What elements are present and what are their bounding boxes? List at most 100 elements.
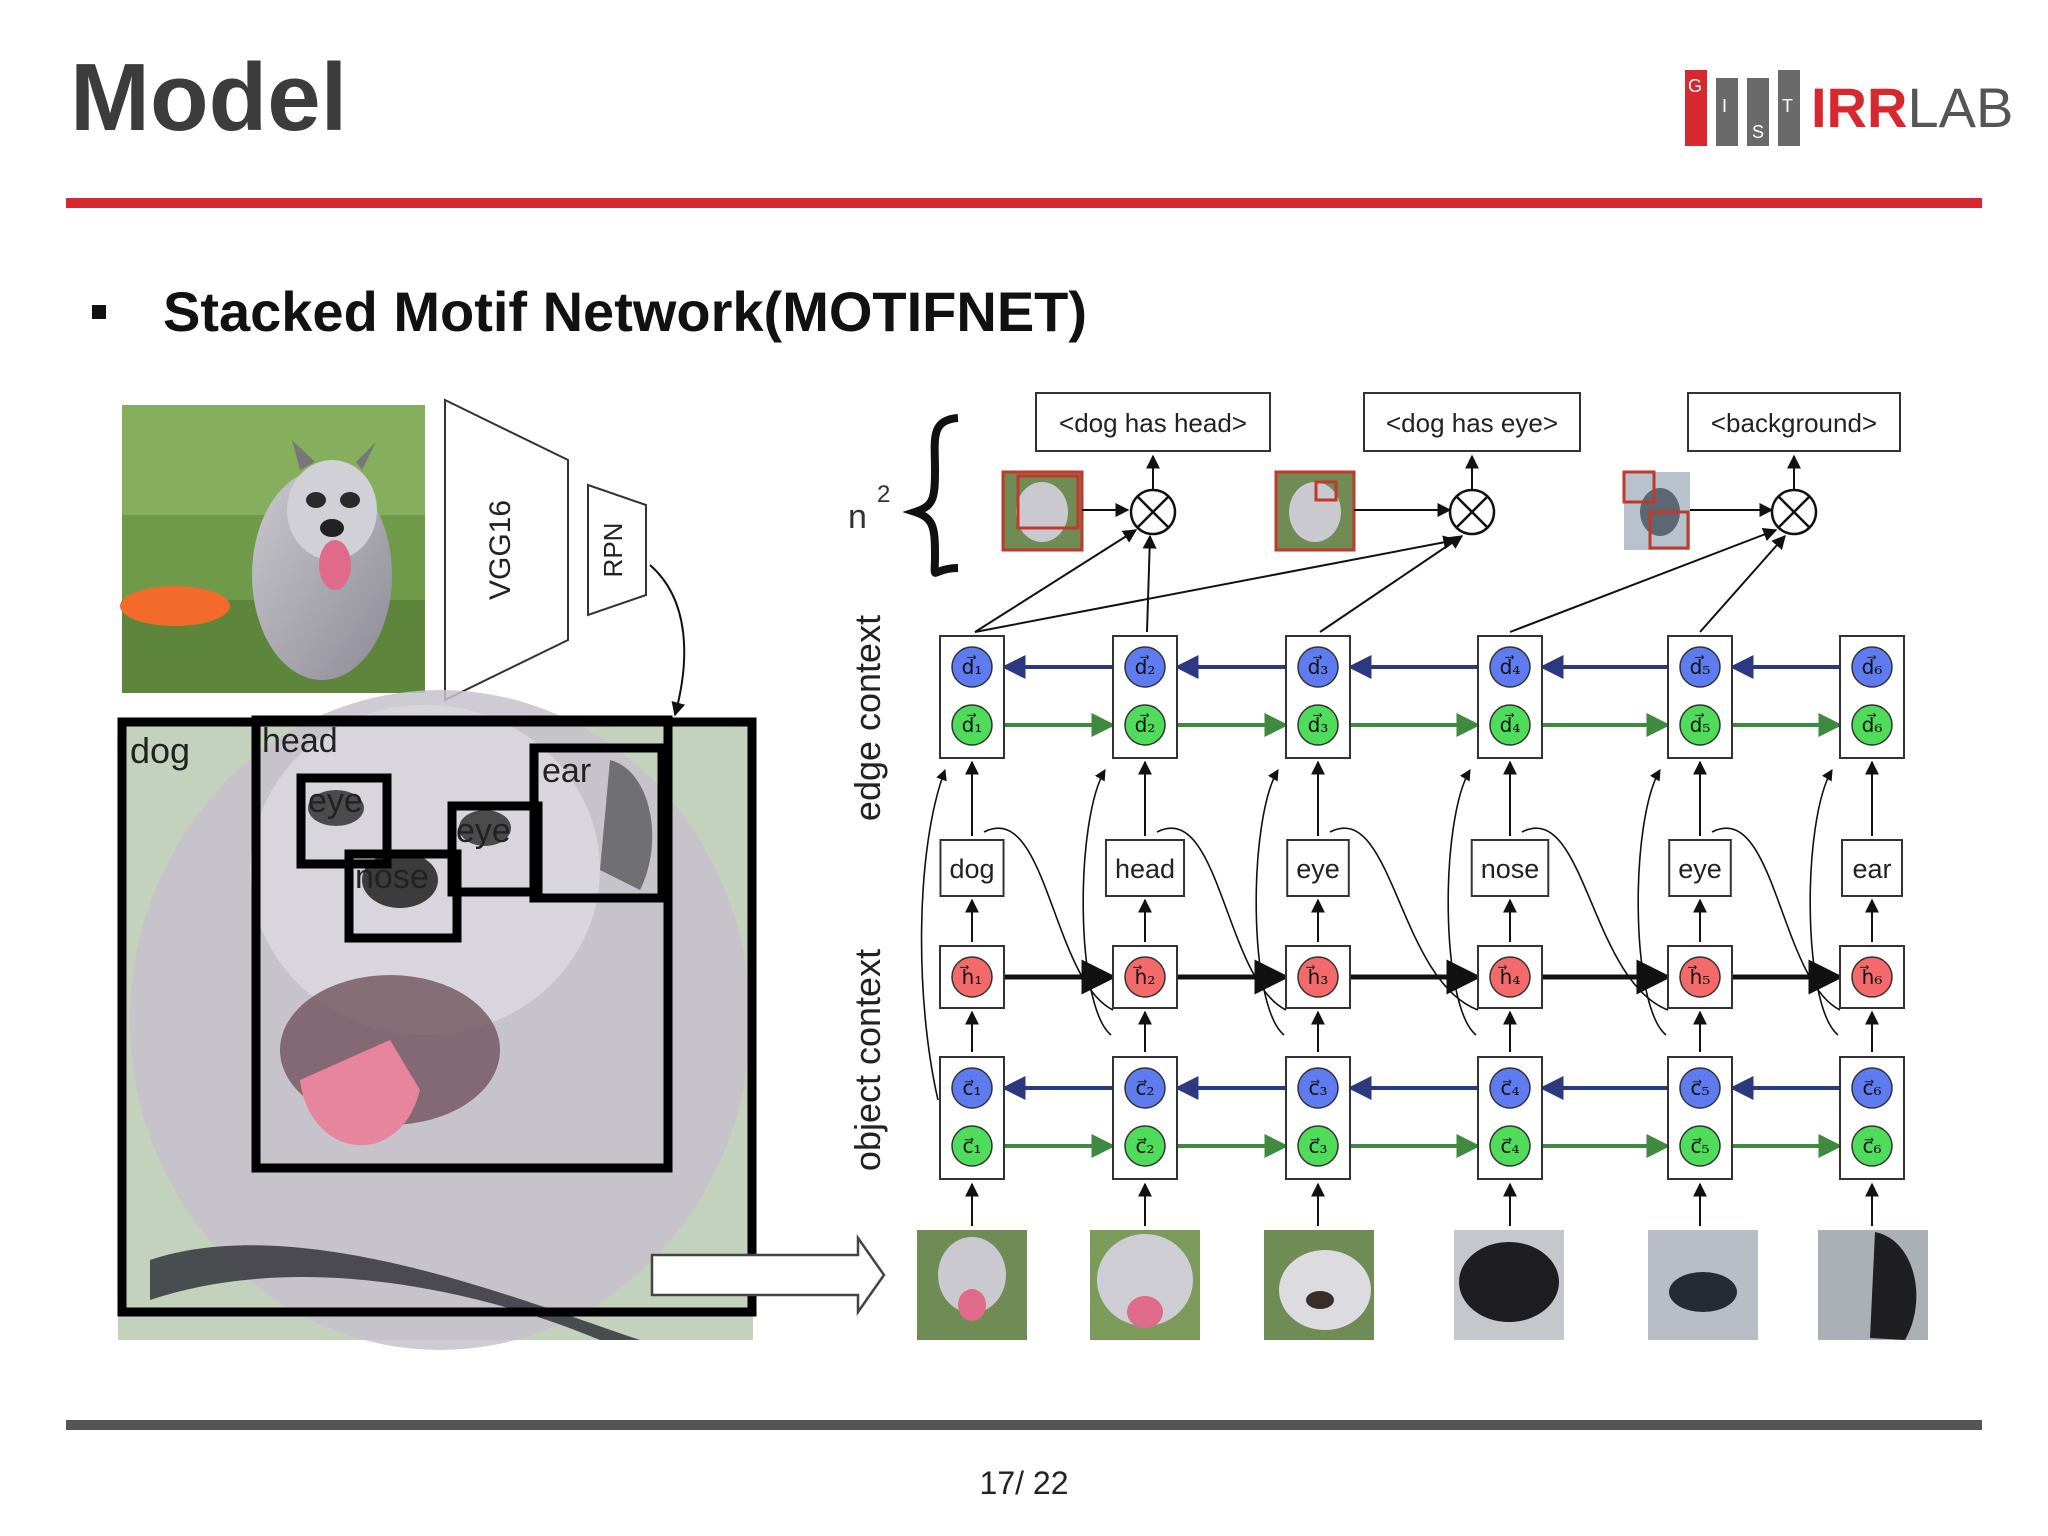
object-backward-node-label: c⃗₆ <box>1862 1076 1881 1100</box>
otimes-icon <box>1770 488 1818 536</box>
object-crops <box>917 1230 1928 1340</box>
decoder-node-label: h⃗₅ <box>1687 964 1710 989</box>
edge-to-pair-arrows <box>974 527 1786 633</box>
decoder-node: h⃗₃ <box>1297 956 1339 998</box>
logo-letter-s: S <box>1752 122 1764 142</box>
object-backward-node-label: c⃗₁ <box>962 1076 981 1100</box>
lstm-connections <box>920 655 1844 1158</box>
edge-forward-node: d⃗₄ <box>1489 704 1531 746</box>
object-forward-node: c⃗₅ <box>1679 1125 1721 1167</box>
otimes-icon <box>1129 488 1177 536</box>
pair-crops <box>1001 470 1690 552</box>
object-forward-node-label: c⃗₂ <box>1135 1134 1154 1158</box>
context-to-edge-curve <box>1082 769 1112 1036</box>
object-forward-node-label: c⃗₆ <box>1862 1134 1881 1158</box>
object-backward-node: c⃗₂ <box>1124 1067 1166 1109</box>
object-backward-node-label: c⃗₂ <box>1135 1076 1154 1100</box>
edge-forward-node: d⃗₂ <box>1124 704 1166 746</box>
logo-letter-g: G <box>1688 76 1702 96</box>
object-forward-node-label: c⃗₁ <box>962 1134 981 1158</box>
pair-combine-operators <box>1082 454 1818 536</box>
crop-nose <box>1454 1230 1564 1340</box>
object-label: dog <box>949 854 994 884</box>
crop-ear <box>1818 1230 1928 1340</box>
object-backward-node: c⃗₅ <box>1679 1067 1721 1109</box>
object-label: eye <box>1678 854 1722 884</box>
decoder-node: h⃗₄ <box>1489 956 1531 998</box>
edge-backward-node-label: d⃗₂ <box>1135 654 1156 679</box>
vgg16-backbone: VGG16 <box>444 398 569 702</box>
edge-forward-node-label: d⃗₅ <box>1690 712 1711 737</box>
logo-text-bold: IRR <box>1811 76 1908 139</box>
object-backward-node-label: c⃗₃ <box>1308 1076 1327 1100</box>
box-label-eye-1: eye <box>308 782 363 820</box>
box-label-head: head <box>262 722 338 760</box>
edge-forward-node: d⃗₆ <box>1851 704 1893 746</box>
object-backward-node: c⃗₆ <box>1851 1067 1893 1109</box>
edge-forward-node-label: d⃗₂ <box>1135 712 1156 737</box>
crop-dog <box>917 1230 1027 1340</box>
object-label: nose <box>1481 854 1540 884</box>
object-forward-node: c⃗₂ <box>1124 1125 1166 1167</box>
relation-dog-has-eye: <dog has eye> <box>1386 408 1558 438</box>
pairwise-n-squared: n 2 <box>848 414 959 577</box>
logo-letter-i: I <box>1722 96 1727 116</box>
decoder-node: h⃗₁ <box>951 956 993 998</box>
logo-wordmark: IRRLAB <box>1811 80 2013 136</box>
object-backward-node: c⃗₁ <box>951 1067 993 1109</box>
object-forward-node-label: c⃗₃ <box>1308 1134 1327 1158</box>
decoder-node: h⃗₂ <box>1124 956 1166 998</box>
title-divider <box>66 198 1982 208</box>
edge-backward-node: d⃗₂ <box>1124 646 1166 688</box>
decoder-node: h⃗₆ <box>1851 956 1893 998</box>
decoder-node-label: h⃗₄ <box>1497 964 1520 989</box>
box-label-dog: dog <box>130 730 190 771</box>
vgg16-label: VGG16 <box>484 500 517 600</box>
object-label: ear <box>1852 854 1891 884</box>
context-to-edge-curve <box>1637 769 1667 1036</box>
box-label-eye-2: eye <box>456 812 511 850</box>
logo-letter-t: T <box>1782 96 1793 116</box>
relation-background: <background> <box>1711 408 1877 438</box>
label-feedback-curve <box>1521 827 1669 1011</box>
context-to-edge-curve <box>920 768 947 1101</box>
edge-backward-node: d⃗₅ <box>1679 646 1721 688</box>
edge-forward-node-label: d⃗₆ <box>1862 712 1883 737</box>
context-to-edge-curve <box>1809 769 1839 1036</box>
edge-backward-node: d⃗₁ <box>951 646 993 688</box>
slide-title: Model <box>70 44 348 151</box>
edge-backward-node-label: d⃗₅ <box>1690 654 1711 679</box>
label-feedback-curve <box>1711 827 1841 1011</box>
crop-eye-1 <box>1264 1230 1374 1340</box>
context-to-edge-curve <box>1447 769 1477 1036</box>
object-forward-node-label: c⃗₄ <box>1500 1134 1519 1158</box>
otimes-icon <box>1448 488 1496 536</box>
section-heading: Stacked Motif Network(MOTIFNET) <box>163 280 1088 343</box>
label-feedback-curve <box>1329 827 1479 1011</box>
crop-head <box>1090 1230 1200 1340</box>
edge-forward-node-label: d⃗₁ <box>962 712 983 737</box>
object-label: eye <box>1296 854 1340 884</box>
crop-arrow <box>650 1234 886 1316</box>
edge-forward-node: d⃗₅ <box>1679 704 1721 746</box>
rpn-to-boxes-arrow <box>649 564 686 717</box>
object-label: head <box>1115 854 1175 884</box>
edge-forward-node: d⃗₁ <box>951 704 993 746</box>
object-forward-node: c⃗₁ <box>951 1125 993 1167</box>
edge-backward-node: d⃗₆ <box>1851 646 1893 688</box>
object-forward-node: c⃗₄ <box>1489 1125 1531 1167</box>
irrlab-logo: G I S T IRRLAB <box>1685 70 2013 146</box>
object-backward-node-label: c⃗₄ <box>1500 1076 1519 1100</box>
gist-logo-mark: G I S T <box>1685 70 1800 146</box>
object-backward-node-label: c⃗₅ <box>1690 1076 1709 1100</box>
decoder-node: h⃗₅ <box>1679 956 1721 998</box>
object-context-label: object context <box>847 949 888 1171</box>
decoder-node-label: h⃗₁ <box>959 964 982 989</box>
object-backward-node: c⃗₄ <box>1489 1067 1531 1109</box>
decoder-node-label: h⃗₆ <box>1859 964 1882 989</box>
crop-eye-2 <box>1648 1230 1758 1340</box>
edge-forward-node: d⃗₃ <box>1297 704 1339 746</box>
edge-backward-node-label: d⃗₃ <box>1308 654 1329 679</box>
n-squared-base: n <box>848 498 867 536</box>
